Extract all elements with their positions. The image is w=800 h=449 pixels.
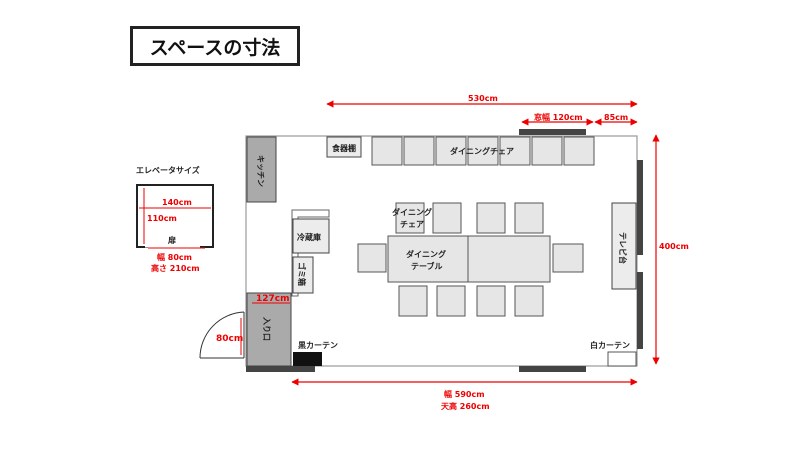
entrance-label: 入り口 xyxy=(262,316,271,341)
elevator-door-label: 扉 xyxy=(167,235,176,245)
right-gap-dim: 85cm xyxy=(604,113,628,122)
elevator-label: エレベータサイズ xyxy=(136,165,200,175)
black-curtain-label: 黒カーテン xyxy=(298,340,338,350)
chair xyxy=(476,285,506,317)
kitchen-label: キッチン xyxy=(256,155,265,187)
tv-stand xyxy=(611,202,637,290)
dish-shelf-label: 食器棚 xyxy=(332,143,356,153)
chair xyxy=(514,285,544,317)
entrance xyxy=(246,292,292,367)
chair xyxy=(514,202,544,234)
top-chair-row: ダイニングチェア xyxy=(371,136,595,166)
chair xyxy=(552,243,584,273)
dining-chair-label-2: チェア xyxy=(400,220,424,229)
ceiling-height-dim: 天高 260cm xyxy=(441,401,490,411)
bottom-width-dim: 幅 590cm xyxy=(444,389,485,399)
door-swing-dim: 80cm xyxy=(216,334,243,344)
window-width-dim: 窓幅 120cm xyxy=(534,112,583,122)
chair xyxy=(436,285,466,317)
dining-table-label-1: ダイニング xyxy=(406,249,446,259)
bottom-wall-left xyxy=(246,366,315,372)
right-window-lower xyxy=(637,272,643,349)
white-curtain-label: 白カーテン xyxy=(590,340,630,350)
chair xyxy=(435,136,467,166)
chair xyxy=(563,136,595,166)
white-curtain xyxy=(607,351,637,367)
dining-table-label-2: テーブル xyxy=(411,261,443,271)
chair xyxy=(476,202,506,234)
chair xyxy=(432,202,462,234)
elevator-spec-2: 高さ 210cm xyxy=(151,263,200,273)
chair xyxy=(467,136,499,166)
bottom-window xyxy=(519,366,586,372)
trash-bin xyxy=(292,256,314,294)
chair xyxy=(371,136,403,166)
chair xyxy=(531,136,563,166)
dining-chair-row-label: ダイニングチェア xyxy=(450,146,514,156)
elevator: エレベータサイズ 140cm 110cm 扉 幅 80cm 高さ 210cm xyxy=(136,165,214,273)
elevator-depth-dim: 110cm xyxy=(147,214,177,223)
kitchen xyxy=(246,136,277,203)
fridge-label: 冷蔵庫 xyxy=(297,232,321,242)
top-width-dim: 530cm xyxy=(468,94,498,103)
dining-chair-label-1: ダイニング xyxy=(392,207,432,217)
trash-label: ゴミ箱 xyxy=(297,262,307,286)
elevator-spec-1: 幅 80cm xyxy=(157,252,192,262)
elevator-width-dim: 140cm xyxy=(162,198,192,207)
chair xyxy=(357,243,387,273)
fridge xyxy=(292,218,330,254)
dining-table xyxy=(387,235,551,283)
chair xyxy=(398,285,428,317)
dining-chair-labeled xyxy=(395,202,425,234)
black-curtain xyxy=(293,352,322,366)
top-window xyxy=(519,129,586,135)
entrance-width-dim: 127cm xyxy=(256,294,290,304)
dish-shelf xyxy=(326,136,362,158)
right-window-upper xyxy=(637,160,643,255)
door-swing-arc xyxy=(199,311,245,359)
height-dim: 400cm xyxy=(659,242,689,251)
tv-stand-label: テレビ台 xyxy=(618,232,628,264)
chair xyxy=(403,136,435,166)
chair xyxy=(499,136,531,166)
page-title: スペースの寸法 xyxy=(130,26,300,66)
